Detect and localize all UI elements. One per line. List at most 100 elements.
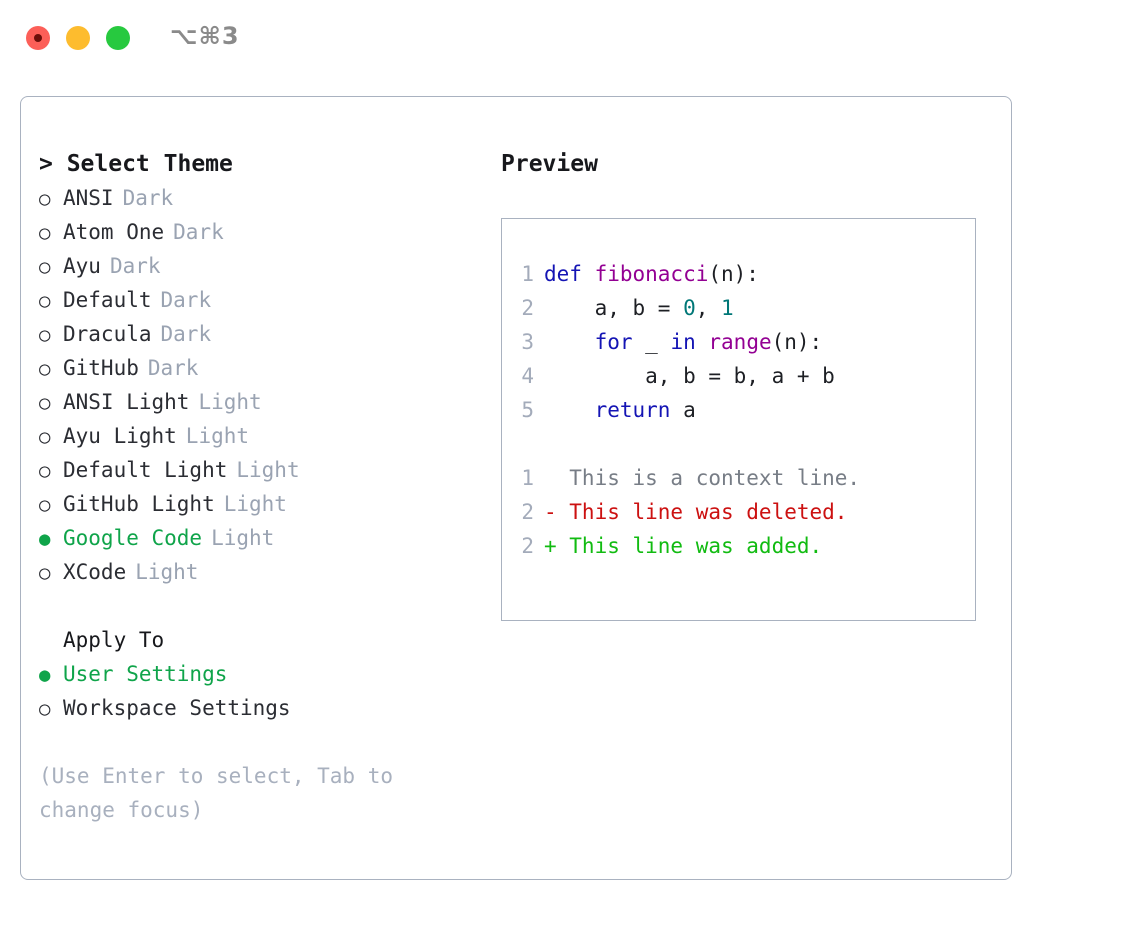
theme-option-ayu[interactable]: ○ Ayu Dark bbox=[39, 249, 469, 283]
code-line: 4 a, b = b, a + b bbox=[502, 359, 975, 393]
code-token-plain: a bbox=[683, 398, 696, 422]
code-line: 5 return a bbox=[502, 393, 975, 427]
theme-option-label: ANSI Light bbox=[63, 390, 190, 414]
theme-option-label: Ayu Light bbox=[63, 424, 177, 448]
code-line-text: a, b = b, a + b bbox=[544, 359, 835, 393]
theme-option-label: Default Light bbox=[63, 458, 228, 482]
theme-option-dracula[interactable]: ○ Dracula Dark bbox=[39, 317, 469, 351]
close-button[interactable] bbox=[26, 26, 50, 50]
radio-unselected-icon: ○ bbox=[39, 426, 51, 448]
diff-line-add: 2 + This line was added. bbox=[502, 529, 975, 563]
theme-option-atom-one[interactable]: ○ Atom One Dark bbox=[39, 215, 469, 249]
diff-line-del: 2- This line was deleted. bbox=[502, 495, 975, 529]
code-line: 2 a, b = 0, 1 bbox=[502, 291, 975, 325]
diff-line-text: This is a context line. bbox=[544, 466, 861, 490]
theme-variant-badge: Dark bbox=[160, 322, 212, 346]
theme-option-label: GitHub bbox=[63, 356, 139, 380]
code-line-text: return a bbox=[544, 393, 696, 427]
line-number: 2 bbox=[521, 534, 534, 558]
theme-option-label: Atom One bbox=[63, 220, 165, 244]
code-token-plain: (n): bbox=[771, 330, 823, 354]
theme-option-label: Ayu bbox=[63, 254, 101, 278]
title-bar: ⌥⌘3 bbox=[0, 0, 1140, 78]
radio-unselected-icon: ○ bbox=[39, 460, 51, 482]
radio-unselected-icon: ○ bbox=[39, 562, 51, 584]
theme-variant-badge: Dark bbox=[173, 220, 224, 244]
line-number: 3 bbox=[521, 330, 534, 354]
keyboard-shortcut-label: ⌥⌘3 bbox=[170, 22, 240, 50]
radio-unselected-icon: ○ bbox=[39, 494, 51, 516]
line-number: 1 bbox=[521, 466, 534, 490]
minimize-button[interactable] bbox=[66, 26, 90, 50]
theme-option-ansi[interactable]: ○ ANSI Dark bbox=[39, 181, 469, 215]
keyboard-hint-text: (Use Enter to select, Tab to change focu… bbox=[39, 764, 406, 822]
preview-header: Preview bbox=[501, 151, 598, 177]
maximize-button[interactable] bbox=[106, 26, 130, 50]
apply-to-option-label: Workspace Settings bbox=[63, 696, 291, 720]
code-token-kw: def bbox=[544, 262, 595, 286]
theme-variant-badge: Dark bbox=[147, 356, 199, 380]
radio-selected-icon: ● bbox=[39, 528, 51, 550]
code-line-text: def fibonacci(n): bbox=[544, 257, 759, 291]
apply-to-option-user-settings[interactable]: ● User Settings bbox=[39, 657, 469, 691]
apply-to-option-workspace-settings[interactable]: ○ Workspace Settings bbox=[39, 691, 469, 725]
radio-selected-icon: ● bbox=[39, 664, 51, 686]
code-token-plain: a, b = b, a + b bbox=[544, 364, 835, 388]
theme-variant-badge: Light bbox=[135, 560, 199, 584]
line-number: 5 bbox=[521, 398, 534, 422]
theme-variant-badge: Dark bbox=[109, 254, 161, 278]
theme-option-ansi-light[interactable]: ○ ANSI Light Light bbox=[39, 385, 469, 419]
apply-to-list: ● User Settings ○ Workspace Settings bbox=[39, 657, 469, 725]
code-token-plain: , bbox=[695, 296, 722, 320]
radio-unselected-icon: ○ bbox=[39, 392, 51, 414]
code-token-plain: _ bbox=[645, 330, 671, 354]
code-token-kw: in bbox=[670, 330, 709, 354]
radio-unselected-icon: ○ bbox=[39, 256, 51, 278]
line-number: 1 bbox=[521, 262, 534, 286]
theme-variant-badge: Light bbox=[185, 424, 250, 448]
code-line: 3 for _ in range(n): bbox=[502, 325, 975, 359]
theme-option-google-code[interactable]: ● Google Code Light bbox=[39, 521, 469, 555]
code-spacer bbox=[502, 427, 975, 461]
code-token-num: 0 bbox=[683, 296, 696, 320]
apply-to-option-label: User Settings bbox=[63, 662, 228, 686]
radio-unselected-icon: ○ bbox=[39, 698, 51, 720]
theme-option-label: GitHub Light bbox=[63, 492, 215, 516]
theme-option-label: ANSI bbox=[63, 186, 114, 210]
code-token-fn: fibonacci bbox=[594, 262, 709, 286]
theme-variant-badge: Light bbox=[198, 390, 262, 414]
diff-line-text: - This line was deleted. bbox=[544, 500, 848, 524]
code-token-kw: for bbox=[544, 330, 646, 354]
theme-option-label: XCode bbox=[63, 560, 127, 584]
diff-line-ctx: 1 This is a context line. bbox=[502, 461, 975, 495]
theme-option-xcode[interactable]: ○ XCode Light bbox=[39, 555, 469, 589]
theme-option-label: Dracula bbox=[63, 322, 152, 346]
diff-sample: 1 This is a context line.2- This line wa… bbox=[502, 461, 975, 563]
traffic-light-group bbox=[26, 26, 130, 50]
apply-to-header: Apply To bbox=[63, 628, 165, 652]
line-number: 4 bbox=[521, 364, 534, 388]
radio-unselected-icon: ○ bbox=[39, 222, 51, 244]
code-token-num: 1 bbox=[721, 296, 734, 320]
radio-unselected-icon: ○ bbox=[39, 188, 51, 210]
code-token-plain: a, b = bbox=[544, 296, 684, 320]
diff-line-text: + This line was added. bbox=[544, 534, 823, 558]
theme-variant-badge: Light bbox=[211, 526, 275, 550]
theme-option-ayu-light[interactable]: ○ Ayu Light Light bbox=[39, 419, 469, 453]
code-token-plain: (n): bbox=[708, 262, 759, 286]
radio-unselected-icon: ○ bbox=[39, 324, 51, 346]
theme-option-label: Google Code bbox=[63, 526, 203, 550]
theme-option-label: Default bbox=[63, 288, 152, 312]
theme-variant-badge: Dark bbox=[122, 186, 174, 210]
code-line-text: for _ in range(n): bbox=[544, 325, 823, 359]
select-theme-header: > Select Theme bbox=[39, 151, 233, 177]
